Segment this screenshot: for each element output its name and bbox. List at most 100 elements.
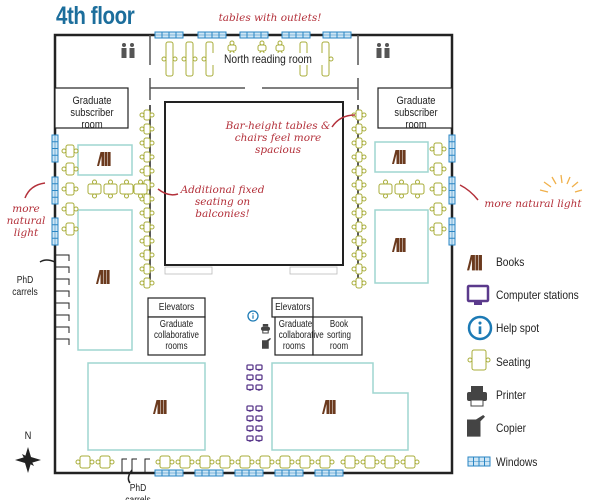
table bbox=[433, 202, 443, 216]
seating-icon bbox=[340, 455, 360, 469]
chair bbox=[139, 266, 145, 272]
chair bbox=[441, 226, 447, 232]
seating-icon bbox=[394, 179, 409, 199]
seating-icon bbox=[139, 277, 155, 289]
table bbox=[394, 183, 409, 195]
chair bbox=[360, 459, 366, 465]
computer-icon bbox=[246, 384, 254, 391]
monitor bbox=[246, 415, 254, 422]
table bbox=[410, 183, 425, 195]
book bbox=[97, 152, 103, 166]
output bbox=[262, 329, 269, 334]
chair bbox=[309, 459, 315, 465]
person-head bbox=[130, 43, 134, 47]
chair bbox=[351, 266, 357, 272]
chair bbox=[485, 357, 491, 363]
table bbox=[65, 162, 75, 176]
info-icon bbox=[467, 315, 493, 341]
note-balconies: Additional fixed seating on balconies! bbox=[180, 184, 265, 220]
seating-icon bbox=[429, 182, 447, 196]
book bbox=[322, 400, 328, 414]
label-phd-carrels-left: PhD carrels bbox=[12, 275, 38, 298]
seating-icon bbox=[429, 202, 447, 216]
seating-icon bbox=[95, 455, 115, 469]
chair bbox=[361, 126, 367, 132]
paper-tray bbox=[471, 386, 483, 392]
seating-icon bbox=[235, 455, 255, 469]
shelf-areas bbox=[77, 141, 429, 451]
table bbox=[143, 221, 151, 233]
person-body bbox=[121, 48, 127, 58]
monitor bbox=[246, 425, 254, 432]
seating-icon bbox=[75, 455, 95, 469]
chair bbox=[139, 140, 145, 146]
chair bbox=[181, 56, 187, 62]
book bbox=[106, 270, 110, 284]
chair bbox=[192, 56, 198, 62]
chair bbox=[361, 238, 367, 244]
book bbox=[396, 150, 400, 164]
chair bbox=[149, 210, 155, 216]
phd-carrels bbox=[55, 254, 150, 473]
chair bbox=[351, 238, 357, 244]
chair bbox=[277, 40, 283, 46]
chair bbox=[340, 459, 346, 465]
window-icon bbox=[154, 469, 184, 477]
table bbox=[143, 193, 151, 205]
seating-icon bbox=[119, 179, 134, 199]
carrel bbox=[55, 266, 70, 273]
chair bbox=[361, 182, 367, 188]
chair bbox=[149, 112, 155, 118]
chair bbox=[92, 193, 97, 199]
central-atrium bbox=[164, 101, 344, 266]
seating-icon bbox=[351, 221, 367, 233]
label-elevators-right: Elevators bbox=[275, 302, 311, 313]
table bbox=[239, 455, 251, 469]
seating-icon bbox=[351, 249, 367, 261]
chair bbox=[149, 280, 155, 286]
monitor bbox=[255, 384, 263, 391]
monitor bbox=[255, 415, 263, 422]
info-icon bbox=[247, 310, 259, 322]
chair bbox=[161, 56, 167, 62]
monitor bbox=[255, 374, 263, 381]
book bbox=[478, 255, 482, 271]
chair bbox=[361, 266, 367, 272]
table bbox=[103, 183, 118, 195]
label-north-reading-room: North reading room bbox=[210, 53, 326, 65]
table bbox=[471, 349, 487, 371]
book bbox=[157, 400, 161, 414]
note-light-right: more natural light bbox=[484, 198, 582, 210]
chair bbox=[209, 459, 215, 465]
table bbox=[433, 142, 443, 156]
chair bbox=[73, 148, 79, 154]
computer-icon bbox=[255, 415, 263, 422]
seating-icon bbox=[61, 144, 79, 158]
chair bbox=[400, 459, 406, 465]
computer-icon bbox=[255, 364, 263, 371]
chair bbox=[295, 459, 301, 465]
chair bbox=[139, 224, 145, 230]
window-icon bbox=[51, 176, 59, 205]
chair bbox=[255, 459, 261, 465]
computer-icon bbox=[255, 405, 263, 412]
book bbox=[100, 270, 104, 284]
table bbox=[185, 41, 194, 77]
table bbox=[99, 455, 111, 469]
monitor bbox=[255, 435, 263, 442]
chair bbox=[361, 210, 367, 216]
stand bbox=[257, 430, 261, 432]
person-head bbox=[385, 43, 389, 47]
books-icon bbox=[467, 255, 482, 271]
books-icon bbox=[322, 400, 336, 414]
annotation-arrows bbox=[24, 114, 479, 484]
table bbox=[143, 207, 151, 219]
note-outlets: tables with outlets! bbox=[218, 12, 322, 24]
stand bbox=[474, 302, 482, 305]
window-icon bbox=[448, 134, 456, 163]
computer-icon bbox=[255, 425, 263, 432]
monitor bbox=[246, 405, 254, 412]
seating-icon bbox=[429, 142, 447, 156]
